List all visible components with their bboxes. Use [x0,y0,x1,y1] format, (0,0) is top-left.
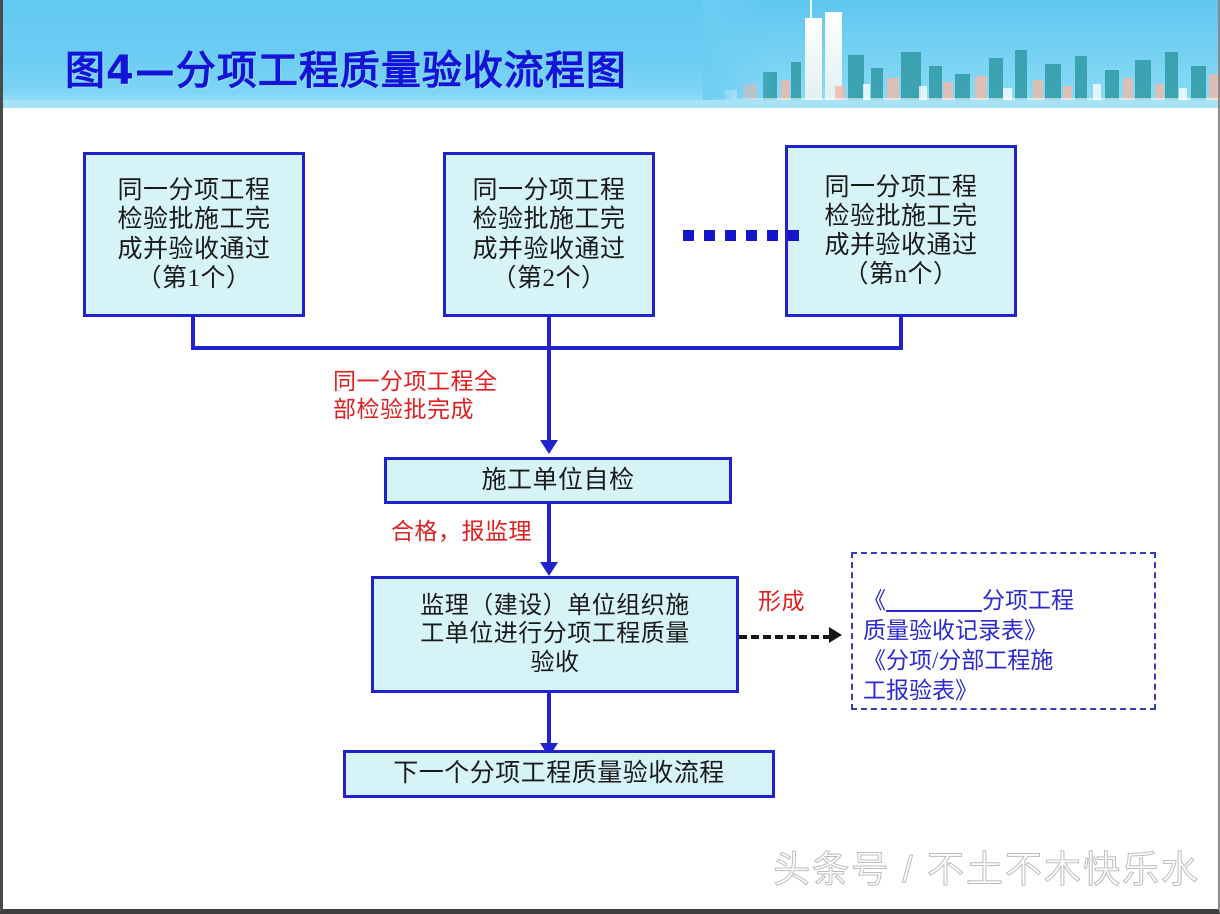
arrowhead-to-selfcheck [540,440,558,454]
documents-box[interactable]: 《＿＿＿＿分项工程 质量验收记录表》 《分项/分部工程施 工报验表》 [851,552,1156,710]
document-line-3: 《分项/分部工程施 [863,647,1054,673]
ellipsis-dot [788,230,799,241]
batch-node-2[interactable]: 同一分项工程 检验批施工完 成并验收通过 （第2个） [443,152,655,317]
connector-acceptance-to-next [547,693,551,747]
annotation-qualified-report: 合格，报监理 [391,519,532,544]
ellipsis-dot [746,230,757,241]
city-skyline-image [703,0,1218,108]
connector-forms-dashed [739,635,831,639]
batch-node-1[interactable]: 同一分项工程 检验批施工完 成并验收通过 （第1个） [83,152,305,317]
header-underline [3,100,1218,108]
connector-bus-to-selfcheck [547,346,551,442]
doc-blank-field: ＿＿＿＿ [886,588,982,614]
document-line-4: 工报验表》 [863,677,978,703]
self-check-node[interactable]: 施工单位自检 [384,457,732,504]
arrowhead-to-documents [829,627,842,643]
arrowhead-to-acceptance [540,562,558,576]
ellipsis-dot [725,230,736,241]
watermark-text: 头条号 / 不土不木快乐水 [773,849,1200,891]
page-title: 图4—分项工程质量验收流程图 [65,48,627,94]
acceptance-node[interactable]: 监理（建设）单位组织施 工单位进行分项工程质量 验收 [371,576,739,693]
skyline-svg [703,0,1218,108]
ellipsis-dot [683,230,694,241]
connector-selfcheck-to-acceptance [547,504,551,566]
ellipsis-dot [767,230,778,241]
ellipsis-dots [683,230,799,241]
slide-header: 图4—分项工程质量验收流程图 [3,0,1218,108]
annotation-all-batches-done: 同一分项工程全 部检验批完成 [333,369,498,422]
next-process-node[interactable]: 下一个分项工程质量验收流程 [343,750,775,798]
ellipsis-dot [704,230,715,241]
document-line-2: 质量验收记录表》 [863,618,1047,644]
connector-node1-drop [191,314,195,350]
connector-node2-drop [547,314,551,350]
document-line-1: 《＿＿＿＿分项工程 [863,556,1146,616]
batch-node-n[interactable]: 同一分项工程 检验批施工完 成并验收通过 （第n个） [785,145,1017,317]
connector-noden-drop [899,314,903,350]
doc-bracket-open: 《 [863,588,886,614]
doc-line1-suffix: 分项工程 [982,588,1074,614]
annotation-forms: 形成 [758,589,805,614]
